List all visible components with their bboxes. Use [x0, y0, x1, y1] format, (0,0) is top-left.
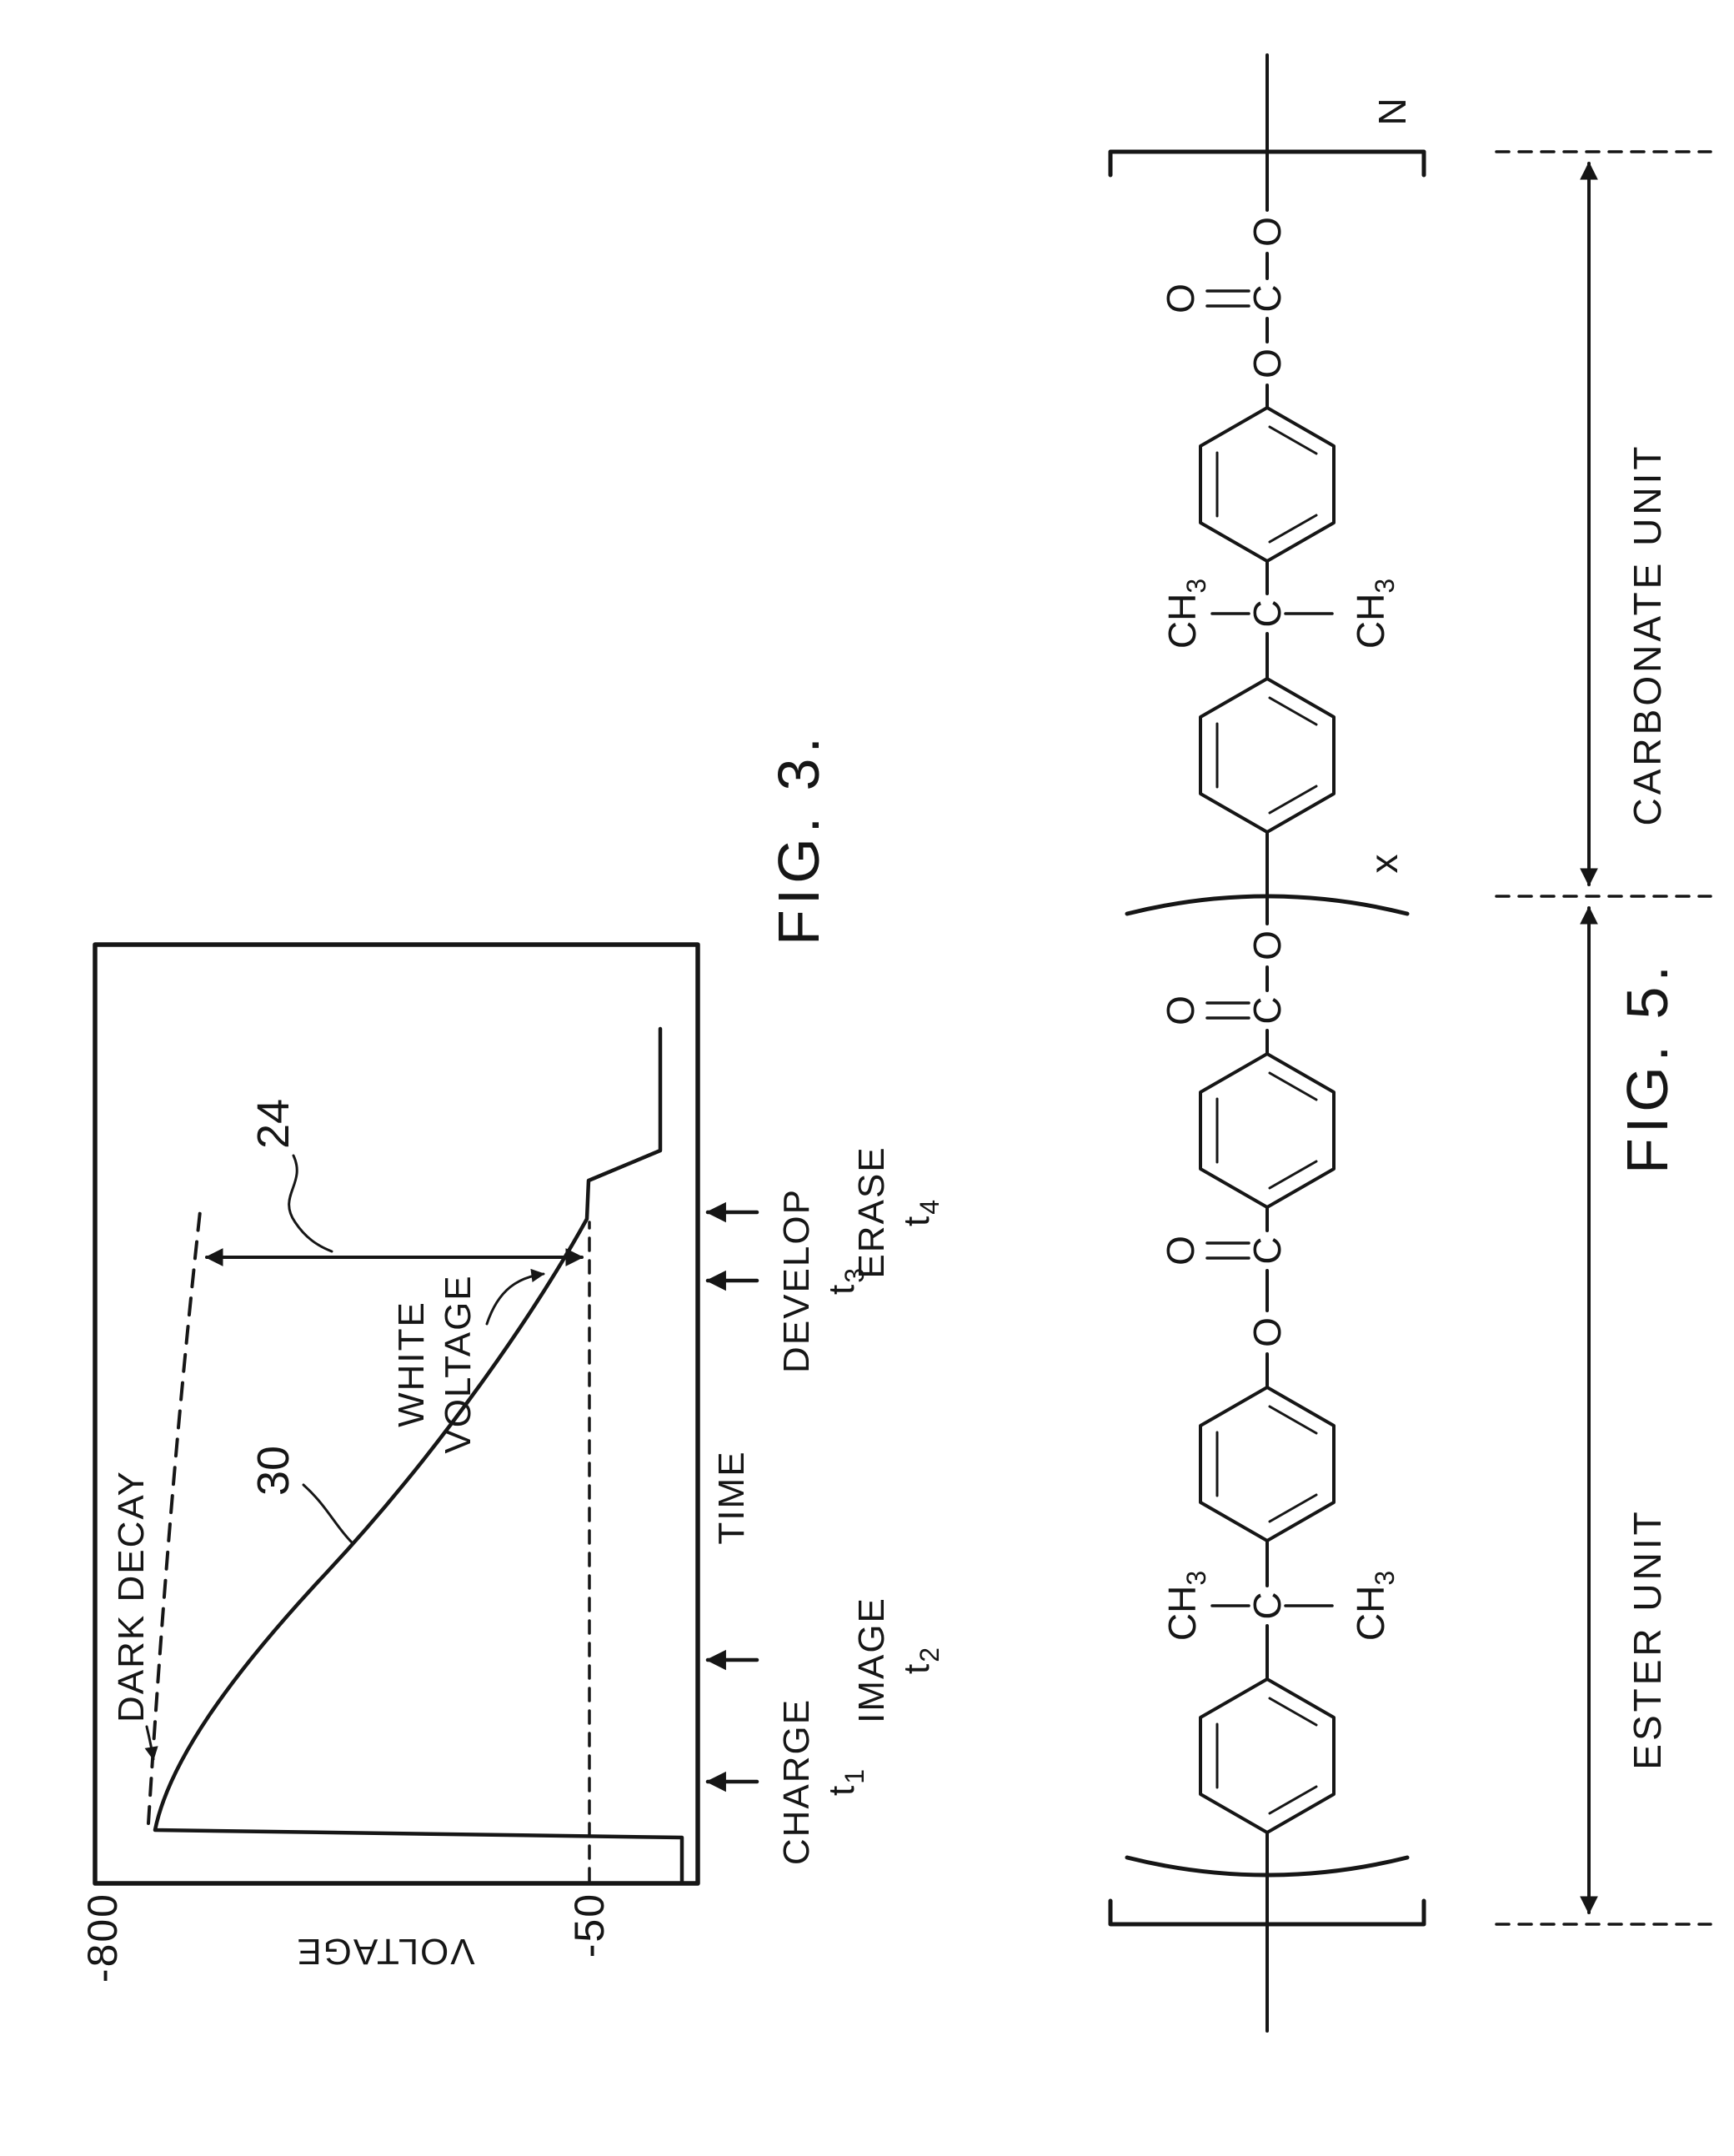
- fig5-carbonyl-3: C O: [1159, 283, 1289, 313]
- fig3-event-charge-label: CHARGE: [776, 1698, 817, 1865]
- carbon-atom: C: [1245, 1592, 1289, 1619]
- fig5-repeat-n: N: [1371, 98, 1414, 125]
- fig3-event-develop-label: DEVELOP: [776, 1188, 817, 1373]
- carbon-atom: C: [1245, 1236, 1289, 1264]
- fig3-dark-decay-curve: [147, 1210, 202, 1825]
- benzene-ring-4: [1199, 406, 1336, 563]
- fig5-carbonyl-1: C O: [1159, 1236, 1289, 1266]
- fig3-white-voltage-label-2: VOLTAGE: [438, 1274, 479, 1453]
- fig5-open-paren: [1125, 1855, 1410, 1878]
- fig3-ref30: 30: [248, 1446, 298, 1496]
- fig5-isopropylidene-1: C CH3 CH3: [1160, 1571, 1400, 1641]
- carbonyl-oxygen: O: [1159, 283, 1202, 313]
- methyl-group-down: CH3: [1349, 1571, 1400, 1641]
- carbonyl-oxygen: O: [1159, 1236, 1202, 1266]
- fig3-tick-50: -50: [566, 1893, 613, 1958]
- benzene-ring-3: [1199, 677, 1336, 834]
- ester-oxygen-2: O: [1245, 930, 1289, 960]
- fig5-carbonyl-2: C O: [1159, 995, 1289, 1025]
- carbonate-oxygen-1: O: [1245, 348, 1289, 379]
- fig3-white-voltage-label-1: WHITE: [391, 1301, 432, 1427]
- fig3-dark-decay-arrow: [144, 1725, 158, 1761]
- carbonate-oxygen-2: O: [1245, 217, 1289, 247]
- methyl-group-up: CH3: [1160, 1571, 1211, 1641]
- fig5-close-paren: [1125, 894, 1410, 916]
- methyl-group-down: CH3: [1349, 579, 1400, 649]
- fig3: FIG. 3. VOLTAGE -800 -50 TIME CHARGE t1 …: [79, 732, 945, 1983]
- fig3-event-erase-label: ERASE: [851, 1146, 892, 1278]
- fig5-left-bracket: [1108, 1898, 1426, 1927]
- benzene-ring-2: [1199, 1386, 1336, 1542]
- methyl-group-up: CH3: [1160, 579, 1211, 649]
- fig3-event-develop-time: t3: [821, 1266, 870, 1295]
- fig3-curve-30: [153, 1026, 684, 1883]
- benzene-ring-1: [1199, 1677, 1336, 1834]
- fig3-ref24-leader: [288, 1154, 333, 1253]
- fig3-ref30-leader: [302, 1483, 353, 1544]
- fig3-white-voltage-arrow: [485, 1268, 545, 1326]
- fig3-plot-frame: [93, 942, 700, 1886]
- fig3-event-erase-time: t4: [896, 1198, 945, 1226]
- fig3-dark-decay-label: DARK DECAY: [111, 1470, 152, 1722]
- fig5-ester-unit-label: ESTER UNIT: [1626, 1508, 1669, 1769]
- fig3-tick-800: -800: [79, 1893, 126, 1983]
- fig5-isopropylidene-2: C CH3 CH3: [1160, 579, 1400, 649]
- ester-oxygen-1: O: [1245, 1317, 1289, 1347]
- fig3-label: FIG. 3.: [766, 732, 831, 945]
- fig5-right-bracket: [1108, 149, 1426, 178]
- fig3-event-image-time: t2: [896, 1646, 945, 1674]
- fig3-voltage-axis-label: VOLTAGE: [295, 1931, 474, 1972]
- carbon-atom: C: [1245, 996, 1289, 1024]
- fig3-event-image-label: IMAGE: [851, 1597, 892, 1723]
- fig3-ref24: 24: [248, 1099, 298, 1149]
- fig3-time-axis-label: TIME: [711, 1450, 752, 1544]
- fig5-carbonate-unit-label: CARBONATE UNIT: [1626, 444, 1669, 826]
- benzene-ring-terephthalate: [1199, 1052, 1336, 1209]
- rotated-landscape-group: FIG. 3. VOLTAGE -800 -50 TIME CHARGE t1 …: [79, 53, 1712, 2033]
- carbon-atom: C: [1245, 284, 1289, 312]
- fig5: C CH3 CH3 C CH3 CH3 O O O O C O: [1108, 53, 1712, 2033]
- carbonyl-oxygen: O: [1159, 995, 1202, 1025]
- fig5-repeat-x: x: [1362, 855, 1406, 874]
- fig5-label: FIG. 5.: [1615, 960, 1680, 1174]
- fig3-event-charge-time: t1: [821, 1767, 870, 1796]
- carbon-atom: C: [1245, 599, 1289, 627]
